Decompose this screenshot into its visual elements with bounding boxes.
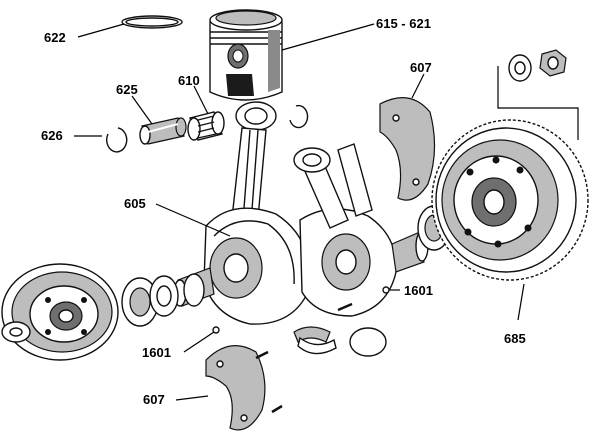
label-dowel-left: 1601 <box>142 345 171 360</box>
big-end-bearing-halves <box>293 326 387 357</box>
label-circlip: 626 <box>41 128 63 143</box>
washer-nut-bracket <box>497 66 579 140</box>
label-flywheel-gear: 685 <box>504 331 526 346</box>
label-crank-web-cover-top: 607 <box>410 60 432 75</box>
left-flywheel <box>1 263 119 361</box>
label-piston-ring: 622 <box>44 30 66 45</box>
nut <box>539 49 567 77</box>
label-crank-web-cover-bottom: 607 <box>143 392 165 407</box>
flywheel-gear <box>431 119 589 281</box>
leader-lines <box>74 23 525 401</box>
cover-screws <box>255 302 353 414</box>
crank-web-cover-top <box>379 97 436 201</box>
small-end-needle-bearing <box>187 111 225 141</box>
piston-ring <box>121 15 183 29</box>
label-small-end-bearing: 610 <box>178 73 200 88</box>
circlip-left <box>106 127 128 153</box>
left-main-bearing <box>121 273 205 327</box>
crankshaft <box>173 143 429 325</box>
label-dowel-right: 1601 <box>404 283 433 298</box>
gudgeon-pin <box>139 117 187 145</box>
piston <box>209 9 283 101</box>
label-gudgeon-pin: 625 <box>116 82 138 97</box>
washer <box>508 54 532 82</box>
dowel-left <box>212 326 220 334</box>
crank-web-cover-bottom <box>205 345 266 431</box>
dowel-right <box>382 286 390 294</box>
circlip-right <box>289 104 309 129</box>
label-connecting-rod: 605 <box>124 196 146 211</box>
label-piston: 615 - 621 <box>376 16 431 31</box>
